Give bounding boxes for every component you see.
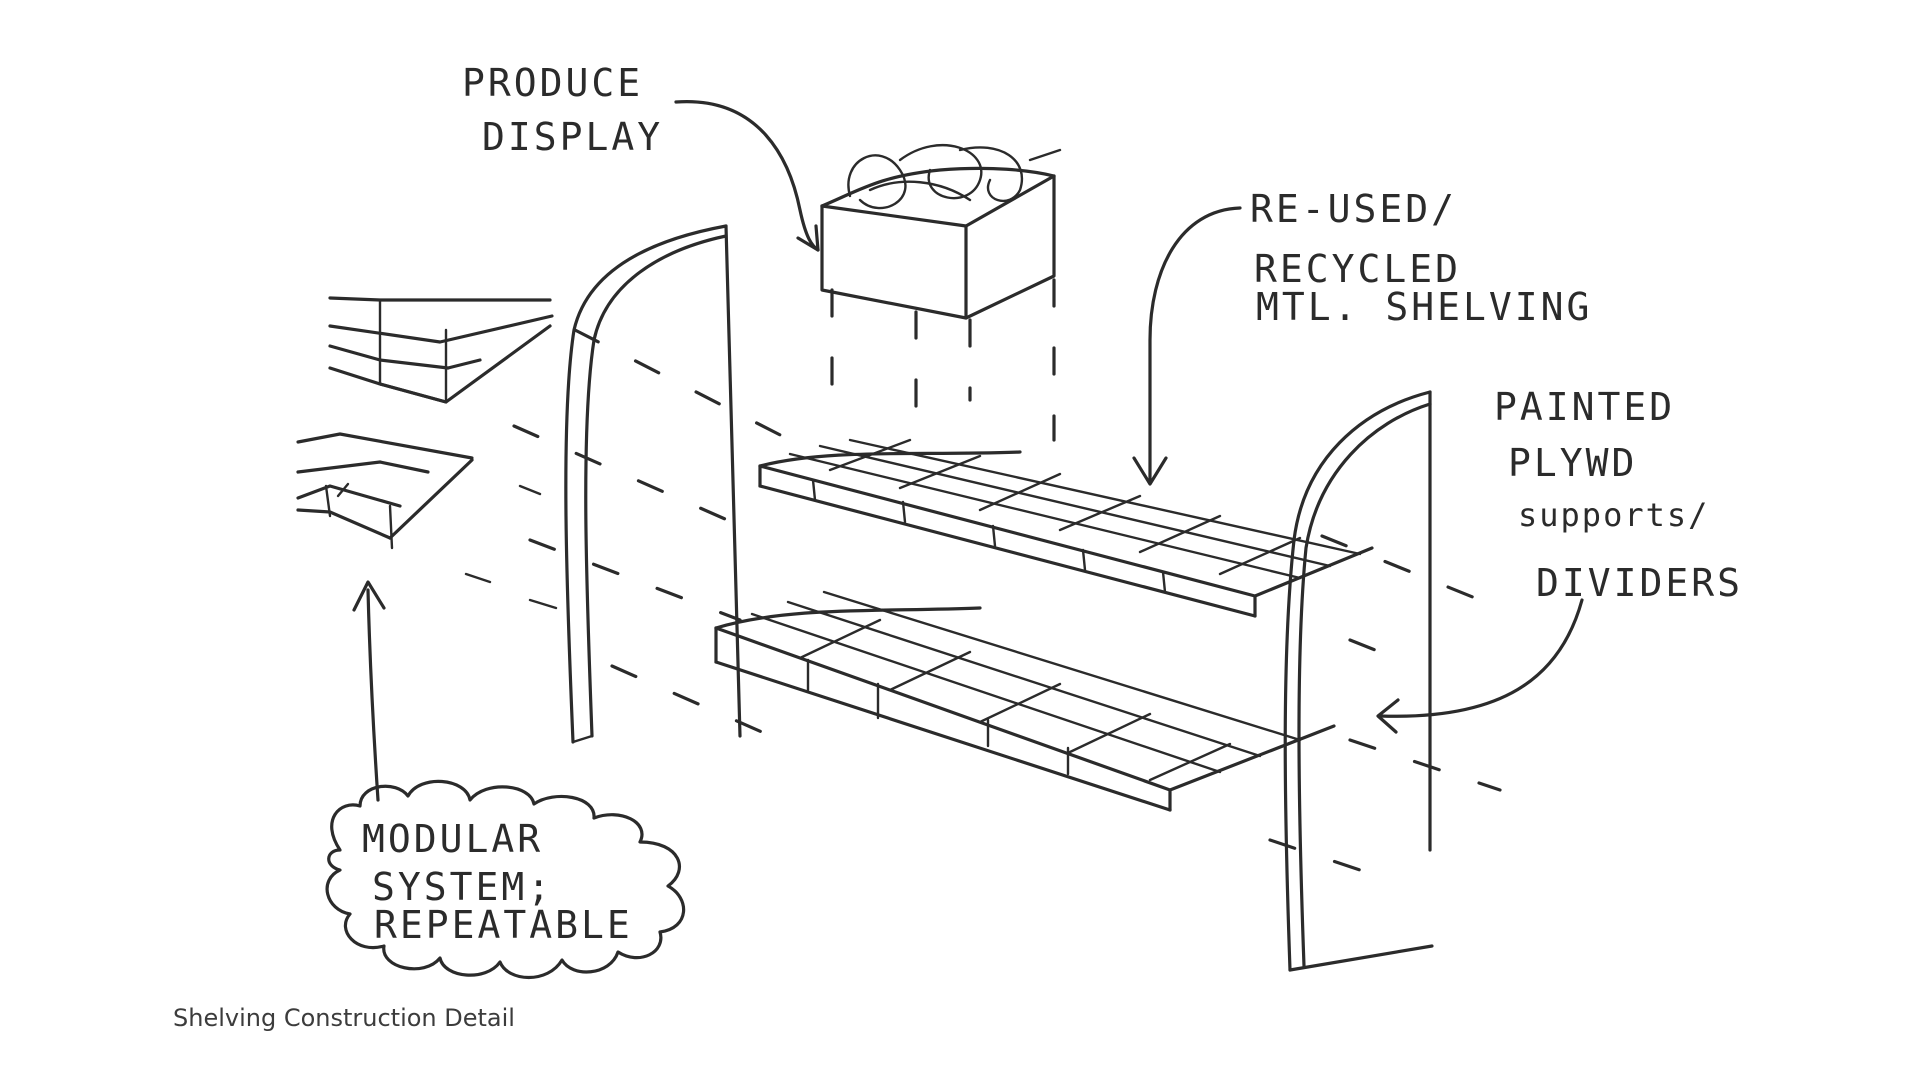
modular-system-arrow: [352, 580, 386, 802]
label-reused: RE-USED/: [1250, 187, 1457, 231]
label-modular-system: MODULAR SYSTEM; REPEATABLE: [362, 817, 633, 947]
lower-wire-shelf: [714, 590, 1336, 812]
label-system: SYSTEM;: [372, 865, 553, 909]
modular-shelf-piece-upper: [328, 296, 554, 404]
right-plywood-divider: [1283, 390, 1434, 972]
label-plywd: PLYWD: [1508, 441, 1637, 485]
label-display: DISPLAY: [482, 115, 663, 159]
produce-display-arrow: [674, 100, 820, 252]
modular-cloud-callout: [325, 779, 686, 980]
label-recycled: RECYCLED: [1254, 247, 1461, 291]
reused-shelving-arrow: [1132, 206, 1242, 486]
upper-wire-shelf: [758, 438, 1374, 618]
label-mtl-shelving: MTL. SHELVING: [1256, 285, 1592, 329]
modular-shelf-piece-lower: [296, 432, 474, 550]
label-modular: MODULAR: [362, 817, 543, 861]
label-reused-shelving: RE-USED/ RECYCLED MTL. SHELVING: [1250, 187, 1592, 329]
label-produce-display: PRODUCE DISPLAY: [462, 61, 663, 159]
exploded-view-lines: [512, 328, 1502, 872]
label-painted: PAINTED: [1494, 385, 1675, 429]
label-produce: PRODUCE: [462, 61, 643, 105]
produce-display-crate: [820, 143, 1062, 442]
label-supports: supports/: [1518, 496, 1709, 534]
image-caption: Shelving Construction Detail: [173, 1004, 515, 1032]
label-dividers: DIVIDERS: [1536, 561, 1743, 605]
left-plywood-divider: [564, 224, 742, 744]
label-repeatable: REPEATABLE: [374, 903, 633, 947]
label-painted-supports: PAINTED PLYWD supports/ DIVIDERS: [1494, 385, 1743, 605]
dividers-arrow: [1376, 598, 1584, 734]
modular-shelf-side-marks: [464, 484, 558, 610]
